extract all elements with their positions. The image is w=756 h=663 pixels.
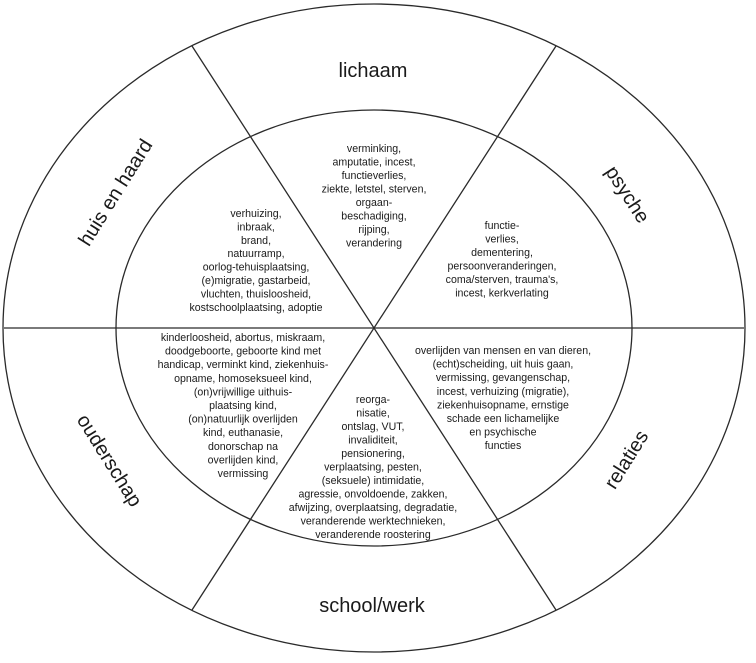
sector-line-relaties: overlijden van mensen en van dieren, [415, 345, 591, 357]
sector-line-huis-en-haard: natuurramp, [227, 248, 284, 260]
sector-line-psyche: functie- [485, 220, 520, 232]
sector-line-ouderschap: kinderloosheid, abortus, miskraam, [161, 332, 325, 344]
sector-line-huis-en-haard: (e)migratie, gastarbeid, [202, 275, 311, 287]
sector-text-relaties: overlijden van mensen en van dieren, (ech… [415, 345, 591, 452]
sector-line-huis-en-haard: brand, [241, 235, 271, 247]
outer-ring [2, 3, 746, 653]
label-huis-en-haard: huis en haard [74, 136, 157, 250]
sector-text-psyche: functie-verlies,dementering, persoonveran… [446, 220, 559, 300]
sector-line-ouderschap: doodgeboorte, geboorte kind met [165, 346, 321, 358]
sector-line-school-werk: agressie, onvoldoende, zakken, [298, 489, 447, 501]
sector-line-lichaam: amputatie, incest, [332, 157, 415, 169]
sector-line-relaties: vermissing, gevangenschap, [436, 372, 570, 384]
sector-line-lichaam: beschadiging, [341, 211, 406, 223]
label-school-werk: school/werk [319, 595, 426, 617]
sector-line-relaties: en psychische [469, 427, 536, 439]
sector-line-lichaam: functieverlies, [342, 170, 407, 182]
sector-line-school-werk: afwijzing, overplaatsing, degradatie, [289, 502, 457, 514]
sector-line-psyche: persoonveranderingen, [448, 261, 557, 273]
sector-line-ouderschap: handicap, verminkt kind, ziekenhuis- [158, 359, 329, 371]
sector-line-ouderschap: opname, homoseksueel kind, [174, 373, 312, 385]
label-lichaam: lichaam [339, 60, 408, 82]
sector-line-school-werk: invaliditeit, [348, 435, 397, 447]
sector-line-huis-en-haard: kostschoolplaatsing, adoptie [189, 302, 322, 314]
sector-line-ouderschap: (on)vrijwillige uithuis- [194, 386, 293, 398]
sector-line-psyche: verlies, [485, 234, 519, 246]
sector-line-school-werk: reorga- [356, 394, 391, 406]
sector-line-ouderschap: overlijden kind, [208, 454, 279, 466]
sector-line-relaties: incest, verhuizing (migratie), [437, 386, 569, 398]
sector-line-school-werk: veranderende roostering [315, 529, 431, 541]
sector-line-psyche: coma/sterven, trauma's, [446, 274, 559, 286]
sector-line-ouderschap: vermissing [218, 468, 269, 480]
sector-line-huis-en-haard: verhuizing, [230, 208, 281, 220]
sector-line-relaties: functies [485, 440, 522, 452]
sector-line-huis-en-haard: oorlog-tehuisplaatsing, [203, 262, 310, 274]
sector-line-psyche: incest, kerkverlating [455, 288, 549, 300]
sector-line-school-werk: ontslag, VUT, [341, 421, 404, 433]
sector-line-school-werk: nisatie, [356, 408, 390, 420]
sector-line-school-werk: verplaatsing, pesten, [324, 462, 422, 474]
sector-line-relaties: (echt)scheiding, uit huis gaan, [433, 359, 574, 371]
divider-diagonal-right [191, 45, 557, 611]
label-ouderschap: ouderschap [72, 411, 146, 511]
sector-line-lichaam: rijping, [358, 224, 389, 236]
sector-text-lichaam: verminking, amputatie, incest,functieverl… [322, 143, 427, 250]
sector-line-school-werk: veranderende werktechnieken, [301, 516, 446, 528]
sector-line-huis-en-haard: inbraak, [237, 221, 275, 233]
label-relaties: relaties [600, 427, 653, 493]
sector-line-lichaam: verminking, [347, 143, 401, 155]
sector-line-relaties: ziekenhuisopname, ernstige [437, 399, 569, 411]
sector-line-school-werk: pensionering, [341, 448, 405, 460]
sector-line-relaties: schade een lichamelijke [447, 413, 560, 425]
label-psyche: psyche [601, 162, 654, 227]
sector-line-ouderschap: plaatsing kind, [209, 400, 277, 412]
sector-text-ouderschap: kinderloosheid, abortus, miskraam, doodge… [158, 332, 329, 480]
sector-line-ouderschap: kind, euthanasie, [203, 427, 283, 439]
sector-line-school-werk: (seksuele) intimidatie, [322, 475, 424, 487]
sector-text-huis-en-haard: verhuizing,inbraak, brand,natuurramp, oorl… [189, 208, 322, 314]
sector-line-lichaam: verandering [346, 238, 402, 250]
sector-line-lichaam: ziekte, letstel, sterven, [322, 184, 427, 196]
sector-line-psyche: dementering, [471, 247, 533, 259]
sector-line-ouderschap: donorschap na [208, 441, 278, 453]
sector-line-lichaam: orgaan- [356, 197, 393, 209]
sector-line-huis-en-haard: vluchten, thuisloosheid, [201, 288, 311, 300]
sector-line-ouderschap: (on)natuurlijk overlijden [188, 414, 298, 426]
sector-text-school-werk: reorga-nisatie,ontslag, VUT, invaliditeit… [289, 394, 457, 541]
